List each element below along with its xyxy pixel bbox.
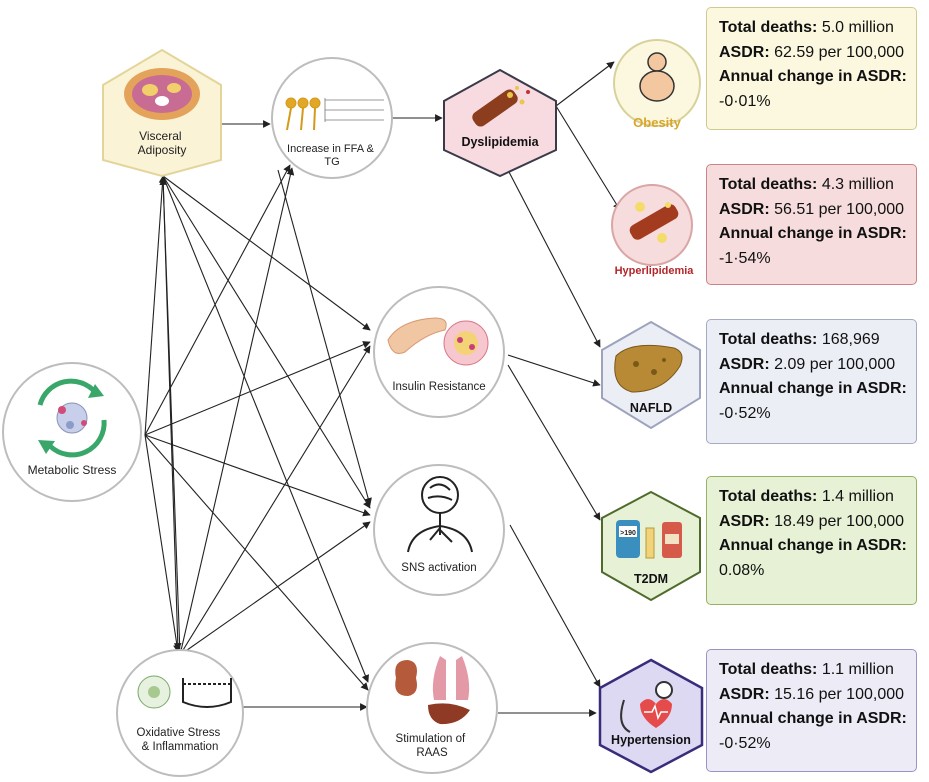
- annual-change-value: 0.08%: [719, 561, 765, 579]
- obese-person-icon: [639, 52, 675, 102]
- raas-node: Stimulation of RAAS: [366, 642, 498, 774]
- deaths-label: Total deaths:: [719, 661, 818, 678]
- visceral-adiposity-node: Visceral Adiposity: [102, 48, 222, 178]
- connector-arrows: [144, 61, 621, 717]
- visceral-fat-icon: [124, 68, 200, 120]
- deaths-value: 1.4 million: [821, 488, 894, 505]
- insulin-resistance-node: Insulin Resistance: [373, 286, 505, 418]
- blood-pressure-heart-icon: [620, 681, 673, 733]
- recycle-cell-icon: [37, 378, 107, 458]
- kidney-lung-liver-icon: [395, 656, 470, 725]
- nafld-label: NAFLD: [630, 401, 672, 415]
- metabolic-stress-node: Metabolic Stress: [2, 362, 142, 502]
- t2dm-stats-box: Total deaths: 1.4 million ASDR: 18.49 pe…: [706, 476, 917, 605]
- hyperlipidemia-stats-box: Total deaths: 4.3 million ASDR: 56.51 pe…: [706, 164, 917, 285]
- metabolic-label: Metabolic Stress: [28, 463, 117, 477]
- asdr-value: 56.51 per 100,000: [774, 200, 905, 218]
- t2dm-label: T2DM: [634, 572, 668, 586]
- oxidative-label: Oxidative Stress & Inflammation: [137, 727, 224, 753]
- deaths-value: 168,969: [821, 331, 880, 348]
- sns-activation-node: SNS activation: [373, 464, 505, 596]
- annual-change-label: Annual change in ASDR:: [719, 380, 907, 397]
- annual-change-value: -0·52%: [719, 404, 771, 422]
- meter-reading: >190: [620, 530, 636, 537]
- sns-label: SNS activation: [401, 562, 476, 574]
- deaths-label: Total deaths:: [719, 19, 818, 36]
- annual-change-label: Annual change in ASDR:: [719, 710, 907, 727]
- annual-change-label: Annual change in ASDR:: [719, 225, 907, 242]
- glucose-meter-insulin-icon: >190: [616, 520, 682, 559]
- ffa-tg-node: Increase in FFA & TG: [271, 57, 393, 179]
- clogged-artery-icon: [629, 202, 679, 243]
- hypertension-node: Hypertension: [598, 658, 704, 774]
- asdr-label: ASDR:: [719, 200, 770, 218]
- nafld-stats-box: Total deaths: 168,969 ASDR: 2.09 per 100…: [706, 319, 917, 444]
- waist-measure-icon: [182, 678, 232, 708]
- visceral-label: Visceral Adiposity: [138, 129, 187, 157]
- dyslipidemia-label: Dyslipidemia: [461, 135, 539, 149]
- asdr-label: ASDR:: [719, 685, 770, 703]
- deaths-label: Total deaths:: [719, 176, 818, 193]
- nafld-node: NAFLD: [601, 320, 701, 430]
- asdr-value: 2.09 per 100,000: [774, 355, 896, 373]
- oxidative-stress-node: Oxidative Stress & Inflammation: [116, 649, 244, 777]
- deaths-value: 1.1 million: [821, 661, 894, 678]
- deaths-value: 4.3 million: [821, 176, 894, 193]
- asdr-label: ASDR:: [719, 43, 770, 61]
- hyperlipidemia-label: Hyperlipidemia: [615, 265, 695, 277]
- asdr-label: ASDR:: [719, 512, 770, 530]
- hyperlipidemia-node: Hyperlipidemia: [611, 184, 695, 277]
- fatty-liver-icon: [614, 344, 683, 393]
- pancreas-islet-icon: [387, 317, 489, 366]
- hypertension-label: Hypertension: [611, 733, 691, 747]
- deaths-label: Total deaths:: [719, 331, 818, 348]
- hypertension-stats-box: Total deaths: 1.1 million ASDR: 15.16 pe…: [706, 649, 917, 772]
- annual-change-label: Annual change in ASDR:: [719, 68, 907, 85]
- asdr-value: 18.49 per 100,000: [774, 512, 905, 530]
- annual-change-value: -1·54%: [719, 249, 771, 267]
- obesity-stats-box: Total deaths: 5.0 million ASDR: 62.59 pe…: [706, 7, 917, 130]
- obesity-node: Obesity: [613, 39, 701, 130]
- t2dm-node: >190 T2DM: [601, 490, 701, 602]
- artery-plaque-icon: [472, 86, 530, 127]
- asdr-value: 62.59 per 100,000: [774, 43, 905, 61]
- dyslipidemia-node: Dyslipidemia: [443, 68, 557, 178]
- annual-change-value: -0·01%: [719, 92, 771, 110]
- ffa-label: Increase in FFA & TG: [287, 143, 377, 168]
- annual-change-label: Annual change in ASDR:: [719, 537, 907, 554]
- asdr-value: 15.16 per 100,000: [774, 685, 905, 703]
- insulin-label: Insulin Resistance: [392, 381, 485, 393]
- obesity-label: Obesity: [633, 115, 681, 130]
- lipid-molecule-icon: [285, 97, 321, 131]
- raas-label: Stimulation of RAAS: [396, 733, 469, 759]
- deaths-label: Total deaths:: [719, 488, 818, 505]
- triglyceride-formula-icon: [324, 98, 384, 122]
- nervous-system-icon: [407, 476, 473, 553]
- asdr-label: ASDR:: [719, 355, 770, 373]
- annual-change-value: -0·52%: [719, 734, 771, 752]
- deaths-value: 5.0 million: [821, 19, 894, 36]
- cell-icon: [137, 675, 171, 709]
